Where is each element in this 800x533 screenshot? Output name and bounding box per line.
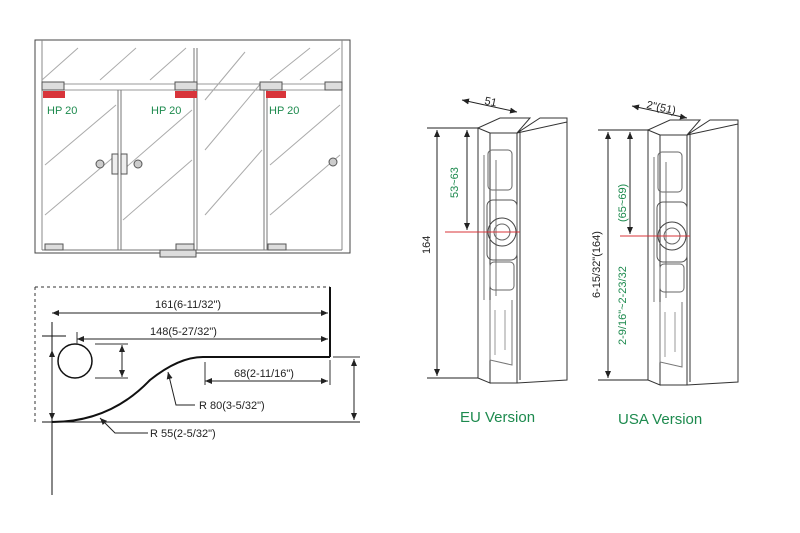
door-elevation (34, 39, 351, 258)
usa-range-b: 2-9/16"~2-23/32 (617, 266, 629, 345)
radius-small: R 55(2-5/32") (150, 428, 216, 440)
eu-dimension-lines (427, 98, 518, 379)
dim-right: 68(2-11/16") (234, 368, 294, 380)
usa-dimension-lines (598, 104, 688, 381)
usa-width: 2"(51) (645, 99, 676, 117)
profile-drawing (34, 286, 360, 495)
usa-height: 6-15/32"(164) (591, 231, 603, 298)
usa-caption: USA Version (618, 411, 702, 428)
radius-large: R 80(3-5/32") (199, 400, 265, 412)
door-label-1: HP 20 (47, 105, 77, 117)
usa-range-a: (65~69) (617, 184, 629, 222)
eu-range: 53~63 (449, 167, 461, 198)
hinge-red-3 (266, 91, 286, 98)
eu-width: 51 (483, 95, 497, 109)
dim-overall: 161(6-11/32") (155, 299, 221, 311)
hinge-red-2 (175, 91, 197, 98)
usa-hinge-drawing (647, 119, 739, 386)
door-label-3: HP 20 (269, 105, 299, 117)
door-label-2: HP 20 (151, 105, 181, 117)
profile-dimension-lines (49, 310, 357, 434)
eu-hinge-drawing (477, 117, 568, 384)
eu-caption: EU Version (460, 409, 535, 426)
eu-height: 164 (421, 236, 433, 254)
hinge-red-1 (43, 91, 65, 98)
dim-center: 148(5-27/32") (150, 326, 217, 338)
